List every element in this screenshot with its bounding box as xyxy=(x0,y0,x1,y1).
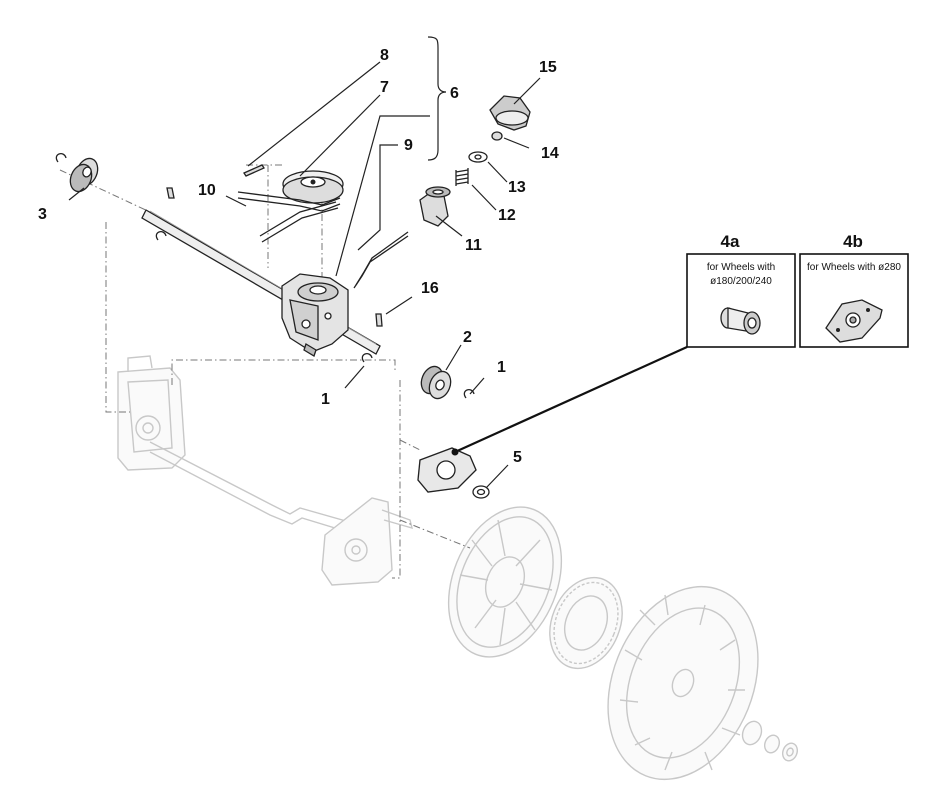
callout-16: 16 xyxy=(421,280,439,297)
callout-6: 6 xyxy=(450,85,459,102)
compression-spring xyxy=(455,168,469,186)
callout-14: 14 xyxy=(541,145,559,162)
callout-9: 9 xyxy=(404,137,413,154)
drive-pinion-left xyxy=(69,157,99,193)
callout-5: 5 xyxy=(513,449,522,466)
ghost-rear-wheel-tyre xyxy=(607,585,759,781)
cable-bushing xyxy=(419,186,451,227)
callout-7: 7 xyxy=(380,79,389,96)
variant-4b-label: 4b xyxy=(843,232,863,251)
variant-4b-panel[interactable]: 4b for Wheels with ø280 xyxy=(799,232,909,348)
wheel-adapter-main xyxy=(417,447,477,493)
callout-1-right: 1 xyxy=(497,359,506,376)
retaining-clips xyxy=(55,153,475,399)
callout-12: 12 xyxy=(498,207,516,224)
callout-15: 15 xyxy=(539,59,557,76)
washer-5 xyxy=(472,485,490,499)
variant-4a-label: 4a xyxy=(721,232,740,251)
callout-2: 2 xyxy=(463,329,472,346)
gearbox-housing xyxy=(281,273,349,357)
ghost-chassis-bracket xyxy=(117,355,186,471)
variant-4b-caption: for Wheels with ø280 xyxy=(807,262,901,273)
variant-4a-caption-line2: ø180/200/240 xyxy=(710,276,772,287)
small-nut-14 xyxy=(491,131,503,141)
axle-roll-pins xyxy=(166,187,383,327)
variant-4a-panel[interactable]: 4a for Wheels with ø180/200/240 xyxy=(686,232,796,348)
knob-cap-15 xyxy=(489,95,531,131)
variant-4b-adapter-image xyxy=(825,299,883,343)
ghost-chassis-bracket-right xyxy=(321,497,413,586)
drive-belt xyxy=(237,191,341,243)
variant-4a-adapter-image xyxy=(720,307,761,335)
callout-8: 8 xyxy=(380,47,389,64)
pulley-pin xyxy=(243,164,265,177)
ghost-wheel-bearing-stack xyxy=(741,720,799,762)
callout-1-left: 1 xyxy=(321,391,330,408)
callout-3: 3 xyxy=(38,206,47,223)
drive-pulley xyxy=(282,170,344,204)
leader-lines xyxy=(68,61,688,489)
ghost-drive-gear-ring xyxy=(549,576,623,670)
shift-rod xyxy=(353,231,409,289)
ghost-wheel-cover xyxy=(447,506,563,658)
flat-washer-13 xyxy=(468,151,488,163)
callout-10: 10 xyxy=(198,182,216,199)
callout-13: 13 xyxy=(508,179,526,196)
drive-pinion-right xyxy=(420,365,452,400)
group-brace xyxy=(427,36,447,161)
variant-4a-caption-line1: for Wheels with xyxy=(707,262,775,273)
callout-11: 11 xyxy=(465,237,482,254)
